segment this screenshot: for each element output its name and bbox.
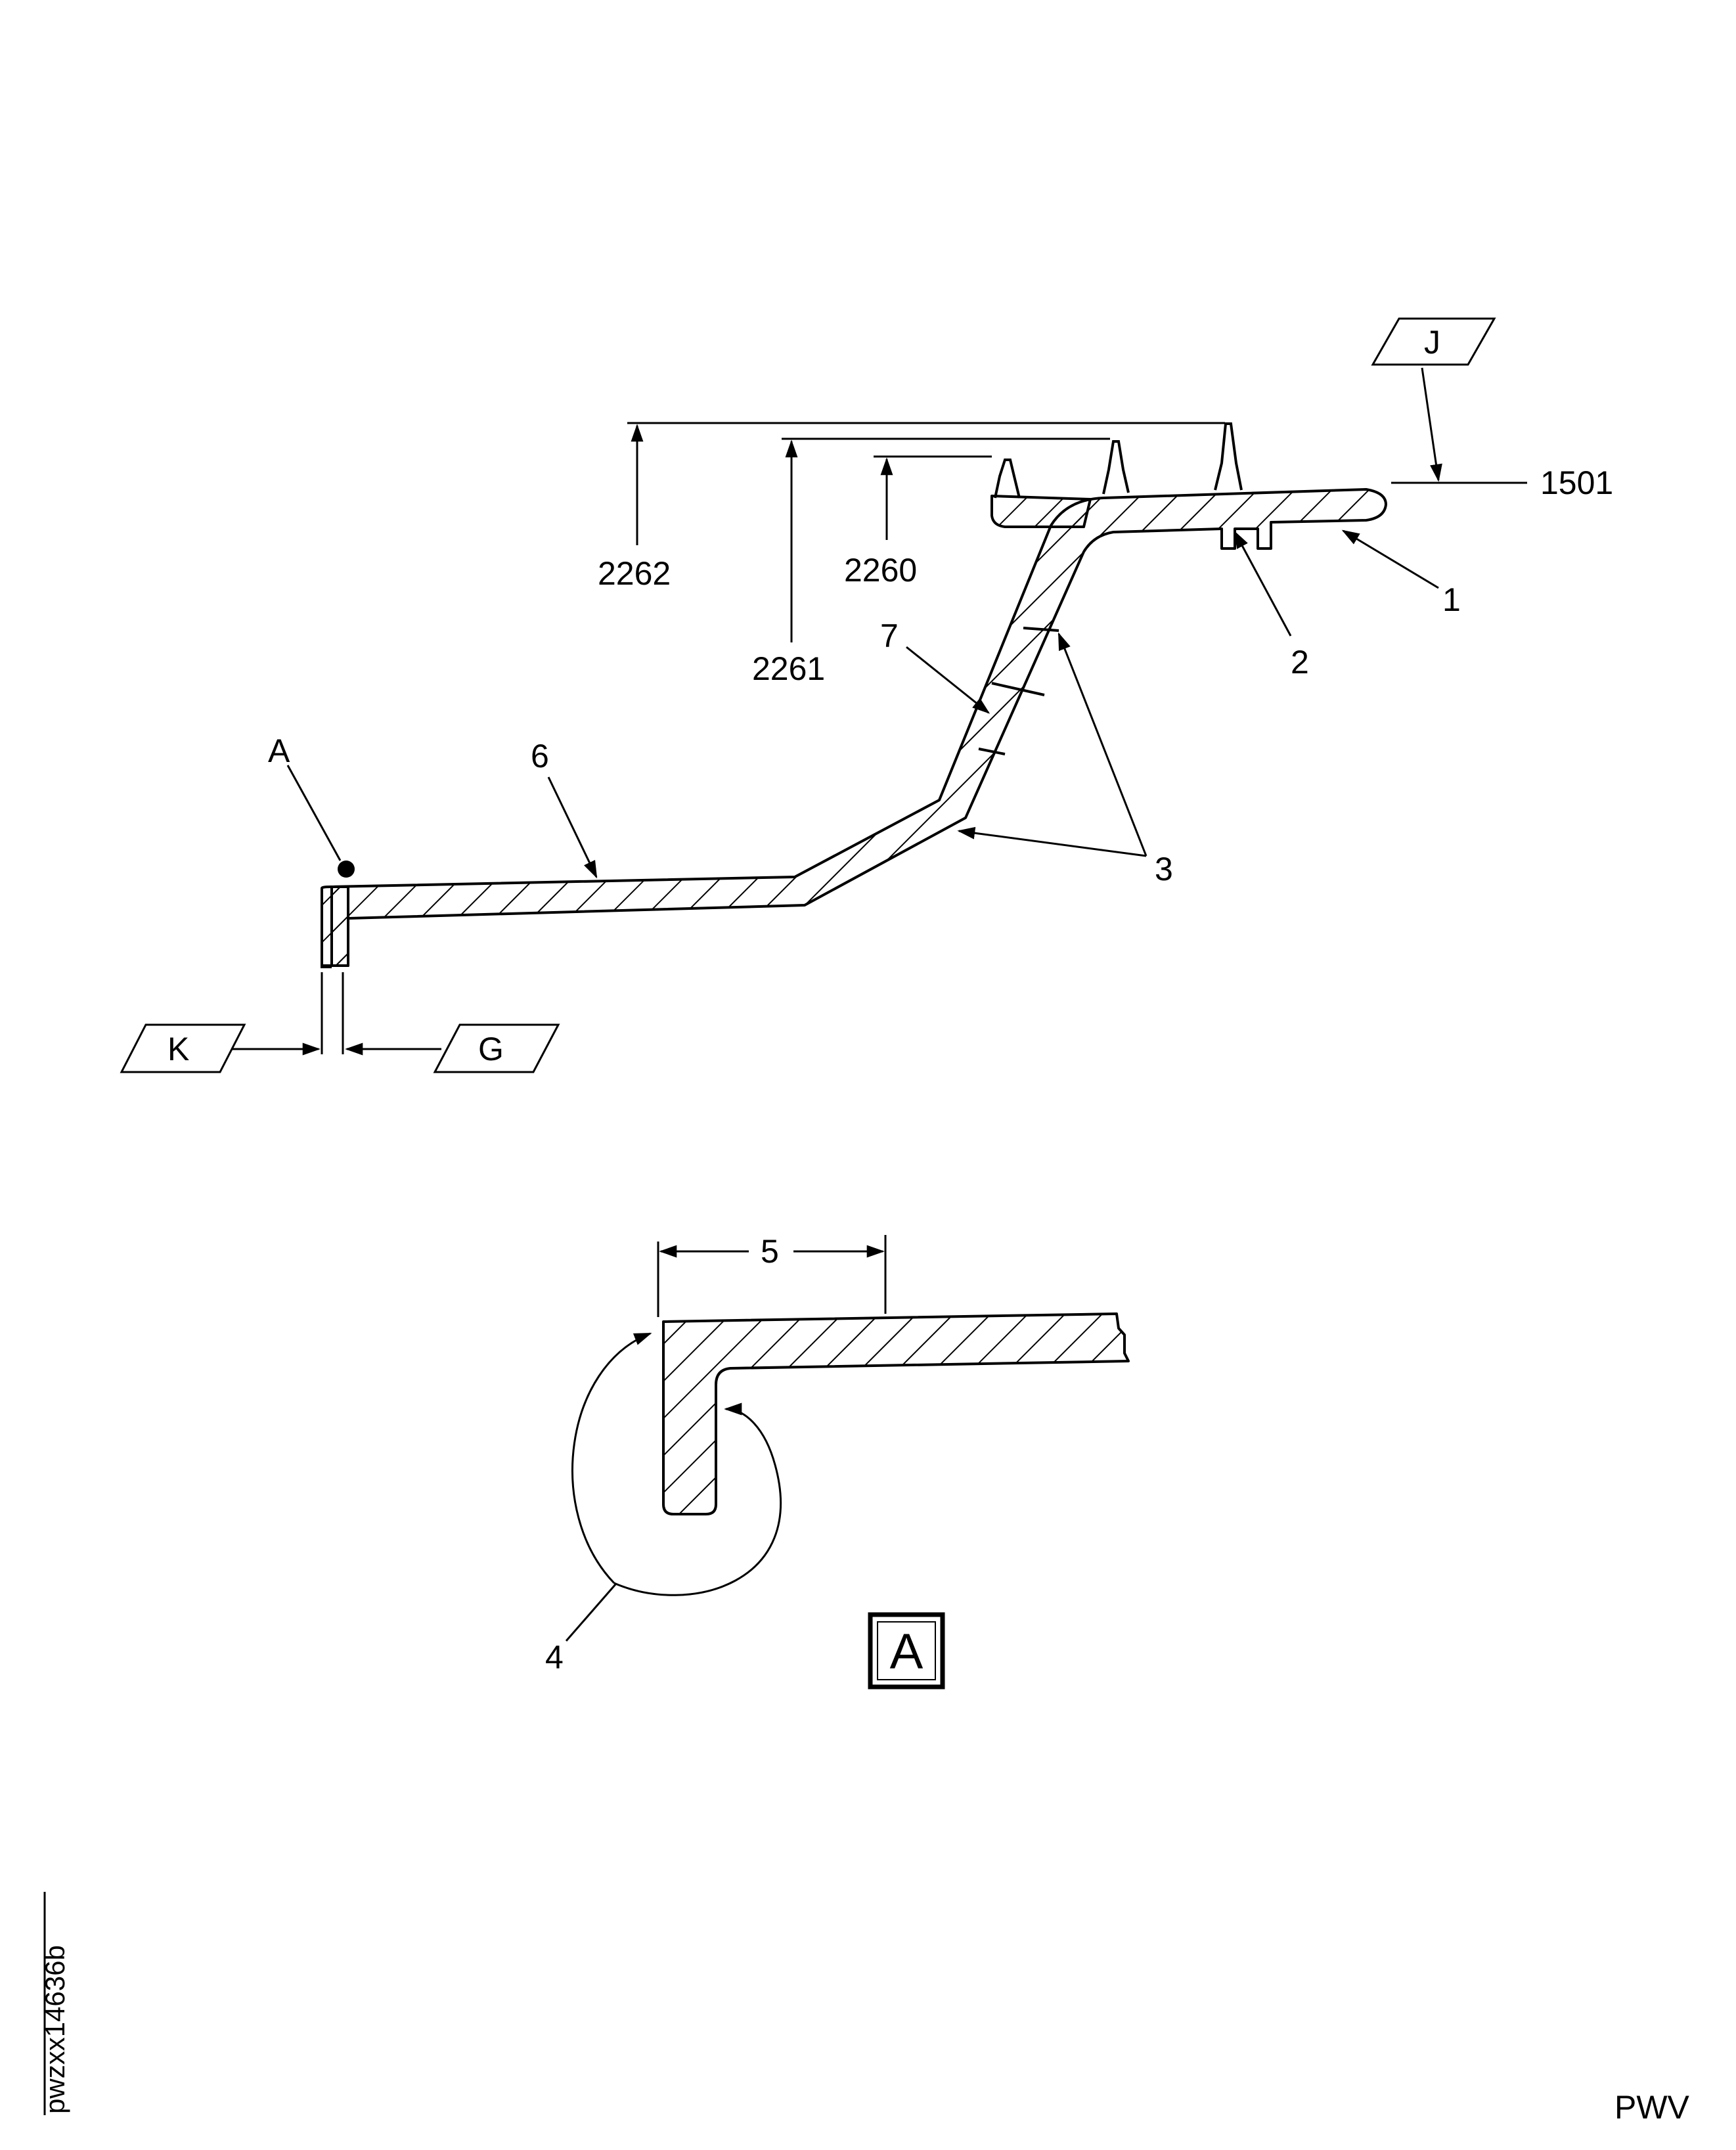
dim-5-label: 5: [761, 1233, 779, 1270]
dim-2260-label: 2260: [844, 552, 917, 589]
callout-1-leader: [1341, 529, 1439, 589]
callout-4-outer-arc: [571, 1332, 652, 1584]
callout-7-leader: [906, 646, 990, 714]
hub-flange: [990, 495, 1092, 528]
callout-2-label: 2: [1291, 644, 1309, 681]
callout-6-label: 6: [531, 738, 549, 774]
segment-mark-2: [991, 682, 1045, 696]
callout-4-inner-arc: [613, 1402, 782, 1596]
corner-code: PWV: [1614, 2089, 1690, 2126]
detail-label-box: [868, 1612, 945, 1690]
detail-part-section: [662, 1312, 1130, 1515]
seal-tooth-1: [994, 459, 1021, 499]
callout-1-label: 1: [1442, 581, 1461, 618]
view-a-dot: [338, 861, 355, 878]
doc-id: pwzxx14636b: [39, 1945, 70, 2114]
segment-mark-3: [978, 748, 1006, 755]
callout-3-leader-a: [1057, 632, 1147, 857]
datum-k-box: [120, 1023, 246, 1073]
callout-2-leader: [1234, 530, 1292, 637]
detail-label: A: [890, 1624, 924, 1680]
callout-3-leader-b: [957, 826, 1147, 857]
seal-tooth-2: [1102, 440, 1130, 495]
seal-tooth-3: [1214, 422, 1243, 491]
datum-j-label: J: [1424, 324, 1440, 361]
callout-4-label: 4: [545, 1639, 564, 1676]
left-flange: [321, 885, 349, 967]
datum-j-leader: [1421, 367, 1442, 482]
dim-2262-label: 2262: [598, 555, 671, 592]
segment-mark-1: [1023, 627, 1059, 632]
datum-k-label: K: [167, 1031, 189, 1067]
callout-7-label: 7: [880, 617, 899, 654]
view-a-leader: [286, 765, 342, 861]
dim-2261-label: 2261: [752, 650, 825, 687]
view-a-label: A: [268, 732, 290, 769]
datum-g-box: [433, 1023, 560, 1073]
callout-4-leader: [565, 1584, 617, 1642]
callout-3-label: 3: [1155, 851, 1173, 887]
callout-6-leader: [547, 776, 598, 879]
detail-label-inner: [877, 1621, 936, 1680]
datum-g-label: G: [478, 1031, 504, 1067]
dim-1501-label: 1501: [1540, 464, 1613, 501]
datum-j-box: [1371, 317, 1496, 366]
